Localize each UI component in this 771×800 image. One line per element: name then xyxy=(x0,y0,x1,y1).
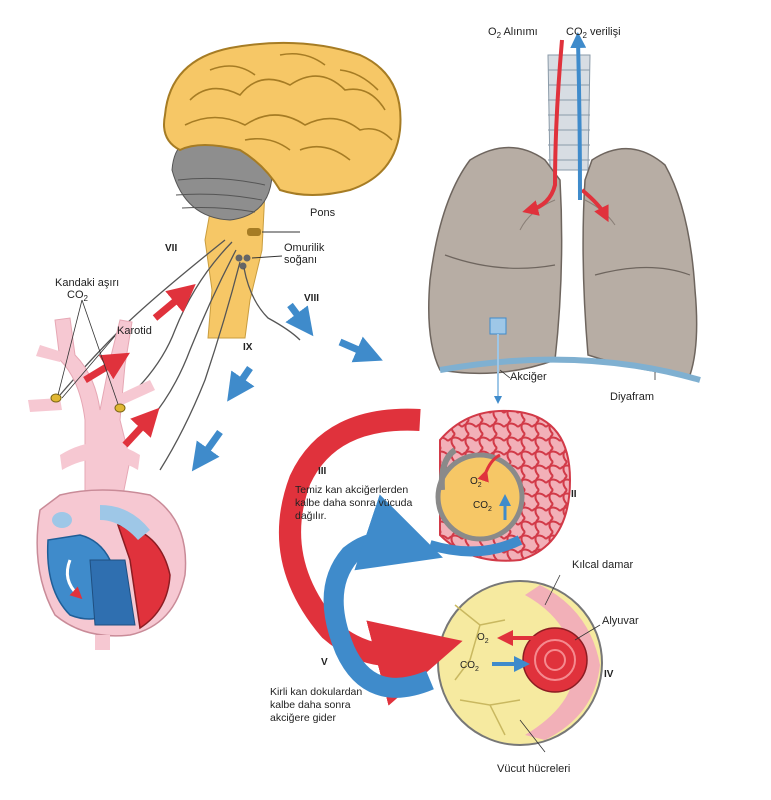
co2-release-label: CO2 verilişi xyxy=(566,26,621,40)
right-lung xyxy=(582,148,698,376)
dirty-blood-line-2: kalbe daha sonra xyxy=(270,699,351,711)
signal-arrow-red-2 xyxy=(83,352,130,383)
numeral-ix: IX xyxy=(243,342,253,353)
alveolus-o2-label: O2 xyxy=(470,476,482,489)
clean-blood-line-2: kalbe daha sonra vücuda xyxy=(295,497,412,509)
carotid-body-right xyxy=(114,403,126,413)
clean-blood-line-3: dağılır. xyxy=(295,510,327,522)
medulla-nucleus xyxy=(235,254,243,262)
heart-illustration xyxy=(36,489,187,650)
leader-lines xyxy=(57,299,656,753)
cerebrum xyxy=(163,41,402,196)
left-lung xyxy=(428,146,563,375)
numeral-ii: II xyxy=(571,489,577,500)
signal-arrow-red-3 xyxy=(122,407,160,448)
dirty-blood-line-1: Kirli kan dokulardan xyxy=(270,686,362,698)
signal-arrow-red-1 xyxy=(152,284,196,321)
numeral-vii: VII xyxy=(165,243,177,254)
diaphragm-band xyxy=(439,356,701,383)
numeral-v: V xyxy=(321,657,328,668)
erythrocyte-label: Alyuvar xyxy=(602,615,639,627)
lung-label: Akciğer xyxy=(510,371,547,383)
alveolus-sample-marker xyxy=(489,317,507,335)
tissue-co2-label: CO2 xyxy=(460,660,479,673)
carotid-body-left xyxy=(50,393,62,403)
medulla-label-1: Omurilik xyxy=(284,242,325,254)
tissue-o2-label: O2 xyxy=(477,632,489,645)
carotid-label: Karotid xyxy=(117,325,152,337)
excess-co2-label-2: CO2 xyxy=(67,289,89,303)
diaphragm-label: Diyafram xyxy=(610,391,654,403)
excess-co2-label-1: Kandaki aşırı xyxy=(55,277,119,289)
body-cells-label: Vücut hücreleri xyxy=(497,763,570,775)
lungs-illustration xyxy=(428,32,701,404)
numeral-iv: IV xyxy=(604,669,614,680)
signal-arrow-blue-2 xyxy=(338,336,383,363)
pons-marker xyxy=(247,228,261,236)
deoxygenated-blood-arrow xyxy=(323,494,443,698)
pons-label: Pons xyxy=(310,207,336,219)
alveolus-co2-label: CO2 xyxy=(473,500,492,513)
clean-blood-line-1: Temiz kan akciğerlerden xyxy=(295,484,408,496)
oxygenated-blood-arrow xyxy=(279,408,463,706)
capillary-label: Kılcal damar xyxy=(572,559,633,571)
signal-arrow-blue-4 xyxy=(191,429,223,472)
brainstem xyxy=(204,184,266,339)
signal-arrow-blue-3 xyxy=(227,366,255,402)
signal-arrow-blue-1 xyxy=(285,302,314,337)
tissue-illustration xyxy=(437,580,603,746)
o2-inflow-arrow xyxy=(522,39,564,216)
dirty-blood-line-3: akciğere gider xyxy=(270,712,336,724)
alveolus-illustration xyxy=(428,409,572,562)
co2-outflow-arrow xyxy=(570,32,587,201)
o2-intake-label: O2 Alınımı xyxy=(488,26,538,40)
medulla-label-2: soğanı xyxy=(284,254,317,266)
numeral-iii: III xyxy=(318,466,327,477)
brain-illustration xyxy=(163,41,402,339)
numeral-viii: VIII xyxy=(304,293,319,304)
